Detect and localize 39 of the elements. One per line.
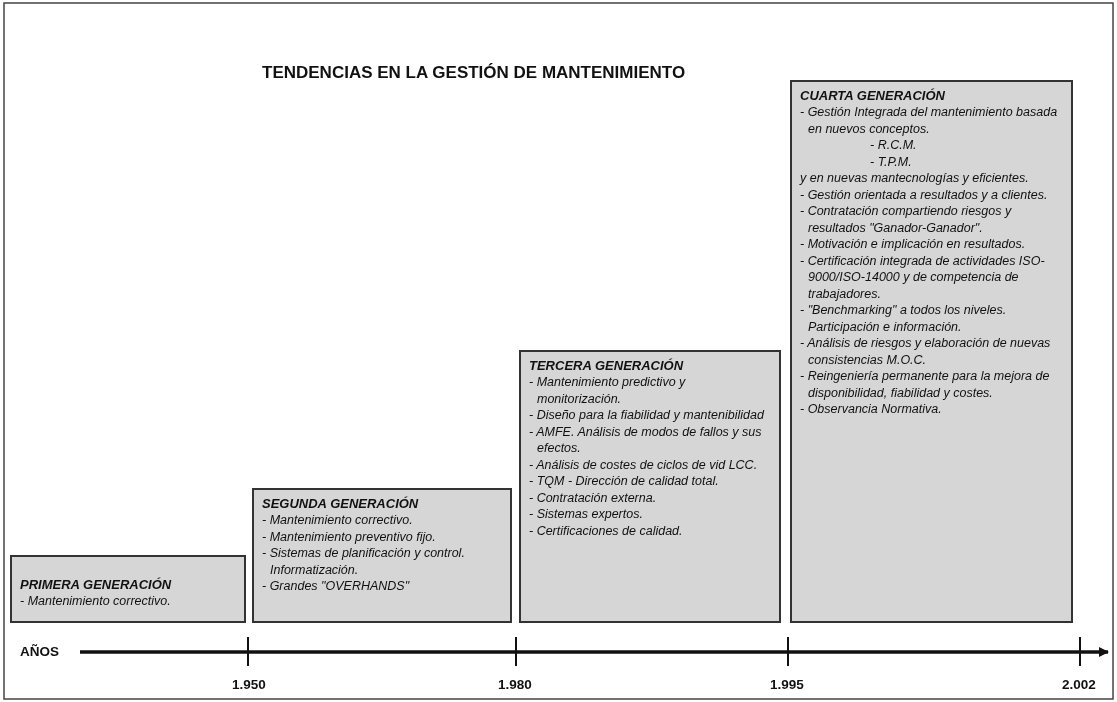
list-item: - Gestión orientada a resultados y a clientes. — [800, 186, 1049, 203]
list-item: - TQM - Dirección de calidad total. — [529, 473, 720, 490]
title: TENDENCIAS EN LA GESTIÓN DE MANTENIMIENTO — [262, 63, 686, 83]
year-label: 1.980 — [498, 677, 532, 692]
box-heading: SEGUNDA GENERACIÓN — [262, 496, 420, 512]
list-item: - Diseño para la fiabilidad y mantenibilidad — [529, 407, 766, 424]
list-item: - Sistemas expertos. — [529, 506, 644, 523]
list-item: y en nuevas mantecnologías y eficientes. — [800, 170, 1030, 187]
list-item: - Contratación externa. — [529, 489, 658, 506]
box-heading: PRIMERA GENERACIÓN — [20, 577, 173, 593]
list-item: - Mantenimiento correctivo. — [262, 512, 414, 529]
list-item: - "Benchmarking" a todos los niveles. Participación e información. — [800, 302, 1008, 335]
list-item: - Reingeniería permanente para la mejora de disponibilidad, fiabilidad y costes. — [800, 368, 1051, 401]
list-item: - Análisis de riesgos y elaboración de nuevas consistencias M.O.C. — [800, 335, 1052, 368]
year-label: 1.950 — [232, 677, 266, 692]
list-item: - Observancia Normativa. — [800, 401, 943, 418]
generation-box — [10, 555, 246, 623]
year-label: 2.002 — [1062, 677, 1096, 692]
list-item: - AMFE. Análisis de modos de fallos y sus efectos. — [529, 423, 763, 457]
list-item: - Motivación e implicación en resultados. — [800, 236, 1027, 253]
generation-box — [519, 350, 781, 623]
generation-box — [790, 80, 1073, 623]
list-item: - Certificación integrada de actividades ISO-9000/ISO-14000 y de competencia de trabajadores. — [800, 252, 1046, 302]
axis-label: AÑOS — [20, 644, 59, 659]
list-item: - Mantenimiento predictivo y monitorización. — [529, 374, 687, 407]
list-item: - Certificaciones de calidad. — [529, 522, 684, 539]
list-item: - Grandes "OVERHANDS" — [262, 578, 411, 595]
list-item: - Contratación compartiendo riesgos y resultados "Ganador-Ganador". — [800, 203, 1013, 236]
generation-box — [252, 488, 512, 623]
list-item: - T.P.M. — [870, 153, 913, 170]
list-item: - R.C.M. — [870, 137, 918, 154]
list-item: - Gestión Integrada del mantenimiento basada en nuevos conceptos. — [800, 104, 1059, 137]
box-heading: CUARTA GENERACIÓN — [800, 88, 946, 104]
list-item: - Sistemas de planificación y control. Informatización. — [262, 545, 466, 578]
list-item: - Mantenimiento preventivo fijo. — [262, 528, 437, 545]
box-heading: TERCERA GENERACIÓN — [529, 358, 685, 374]
list-item: - Mantenimiento correctivo. — [20, 593, 172, 610]
list-item: - Análisis de costes de ciclos de vid LCC. — [529, 456, 759, 473]
year-label: 1.995 — [770, 677, 804, 692]
